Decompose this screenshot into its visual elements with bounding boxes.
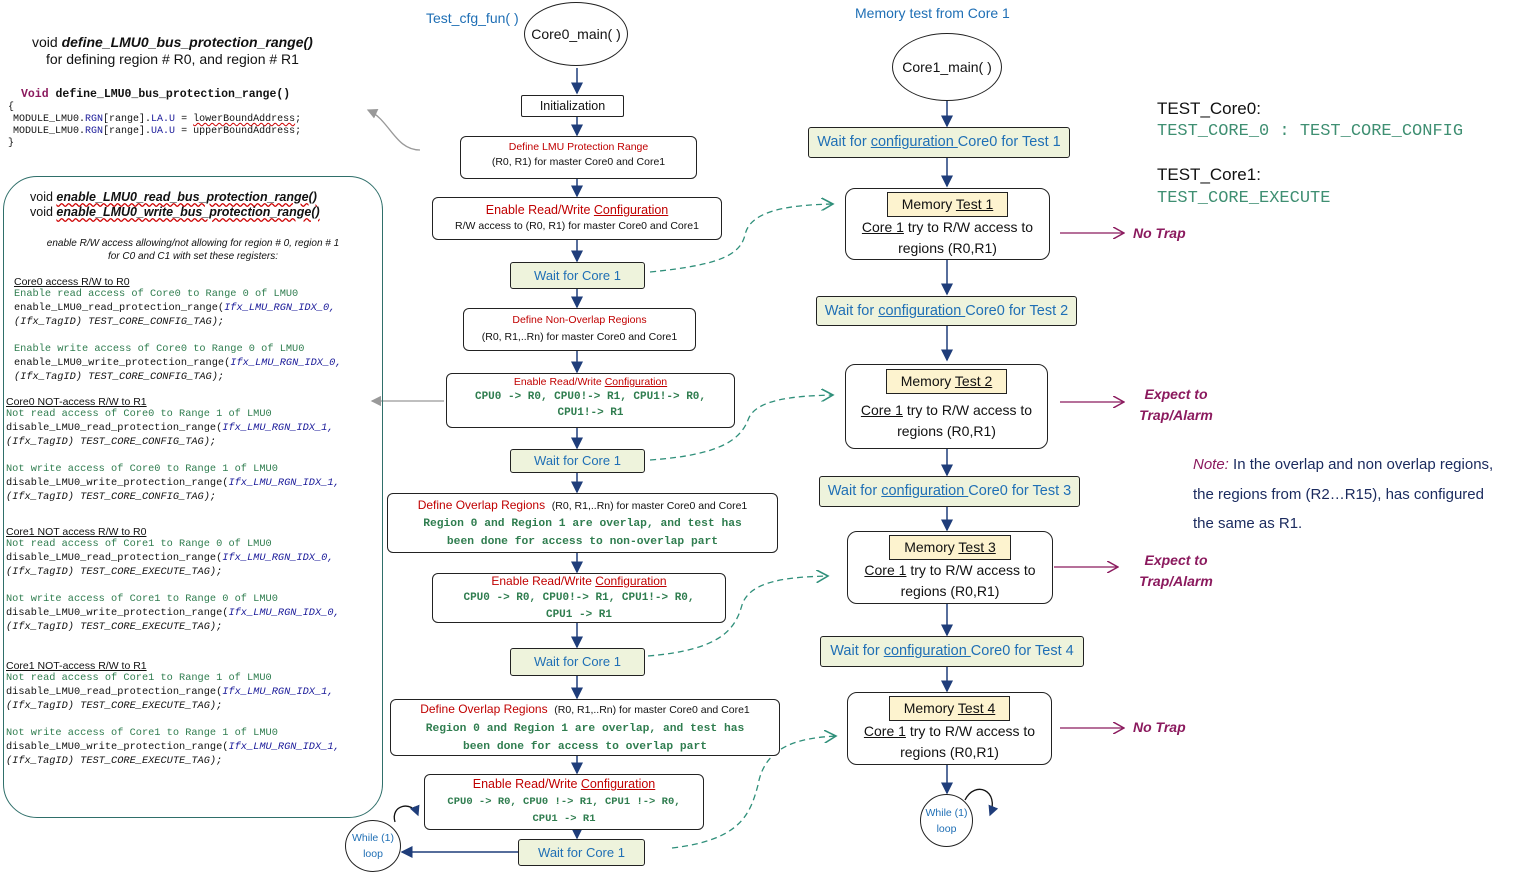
define-overlap-box-2: Define Overlap Regions (R0, R1,..Rn) for…	[390, 699, 780, 756]
enable-rw-config-box-4: Enable Read/Write Configuration CPU0 -> …	[424, 774, 704, 830]
test-core0-value: TEST_CORE_0 : TEST_CORE_CONFIG	[1157, 122, 1464, 141]
wait-core1-box-1: Wait for Core 1	[510, 262, 645, 289]
initialization-box: Initialization	[521, 95, 624, 117]
define-non-overlap-box: Define Non-Overlap Regions (R0, R1,..Rn)…	[463, 308, 696, 351]
memory-test-box-1: Memory Test 1 Core 1 try to R/W access t…	[845, 188, 1050, 260]
pointer-left-top	[366, 109, 421, 151]
wait-config-box-1: Wait for configuration Core0 for Test 1	[808, 127, 1070, 158]
section-core0-notaccess-r1: Core0 NOT-access R/W to R1 Not read acce…	[6, 396, 340, 503]
wait-core1-box-3: Wait for Core 1	[510, 648, 645, 676]
core0-column-label: Test_cfg_fun( )	[426, 10, 519, 26]
section-core0-access-r0: Core0 access R/W to R0 Enable read acces…	[14, 276, 342, 383]
define-fn-code: Void define_LMU0_bus_protection_range() …	[8, 88, 302, 149]
wait-config-box-3: Wait for configuration Core0 for Test 3	[819, 476, 1080, 507]
enable-rw-config-box-3: Enable Read/Write Configuration CPU0 -> …	[432, 573, 726, 623]
memory-test-box-4: Memory Test 4 Core 1 try to R/W access t…	[847, 692, 1052, 765]
memory-test-box-3: Memory Test 3 Core 1 try to R/W access t…	[847, 531, 1053, 604]
test-core0-label: TEST_Core0:	[1157, 99, 1261, 118]
define-fn-title: void define_LMU0_bus_protection_range()	[32, 34, 313, 50]
result-test1: No Trap	[1133, 225, 1186, 241]
note-text: Note: In the overlap and non overlap reg…	[1193, 456, 1494, 532]
wait-config-box-4: Wait for configuration Core0 for Test 4	[820, 636, 1084, 667]
sync-3	[647, 576, 828, 657]
define-overlap-box-1: Define Overlap Regions (R0, R1,..Rn) for…	[387, 493, 778, 553]
core0-main-node: Core0_main( )	[524, 2, 628, 66]
test-core1-label: TEST_Core1:	[1157, 165, 1261, 184]
core1-while-loop-node: While (1)loop	[920, 794, 973, 847]
wait-core1-box-2: Wait for Core 1	[510, 449, 645, 473]
section-core1-notaccess-r0: Core1 NOT access R/W to R0 Not read acce…	[6, 526, 340, 633]
sync-2	[649, 395, 833, 461]
core0-while-loop-node: While (1)loop	[345, 820, 401, 872]
define-fn-subtitle: for defining region # R0, and region # R…	[46, 51, 299, 67]
enable-rw-config-box-1: Enable Read/Write Configuration R/W acce…	[432, 197, 722, 240]
core1-column-label: Memory test from Core 1	[855, 5, 1010, 21]
self-loop-left	[393, 804, 420, 823]
wait-config-box-2: Wait for configuration Core0 for Test 2	[816, 296, 1077, 326]
memory-test-box-2: Memory Test 2 Core 1 try to R/W access t…	[845, 364, 1048, 449]
define-lmu-protection-box: Define LMU Protection Range (R0, R1) for…	[460, 136, 697, 179]
section-core1-notaccess-r1: Core1 NOT-access R/W to R1 Not read acce…	[6, 660, 340, 767]
panel-description: enable R/W access allowing/not allowing …	[46, 238, 340, 262]
core1-main-node: Core1_main( )	[892, 33, 1002, 101]
sync-4	[671, 736, 836, 849]
sync-1	[649, 204, 833, 273]
result-test4: No Trap	[1133, 719, 1186, 735]
test-core1-value: TEST_CORE_EXECUTE	[1157, 189, 1331, 208]
self-loop-right	[964, 788, 999, 817]
wait-core1-box-4: Wait for Core 1	[518, 839, 645, 866]
enable-rw-config-box-2: Enable Read/Write Configuration CPU0 -> …	[446, 373, 735, 428]
register-config-panel	[3, 176, 383, 818]
panel-title: void enable_LMU0_read_bus_protection_ran…	[30, 190, 320, 219]
